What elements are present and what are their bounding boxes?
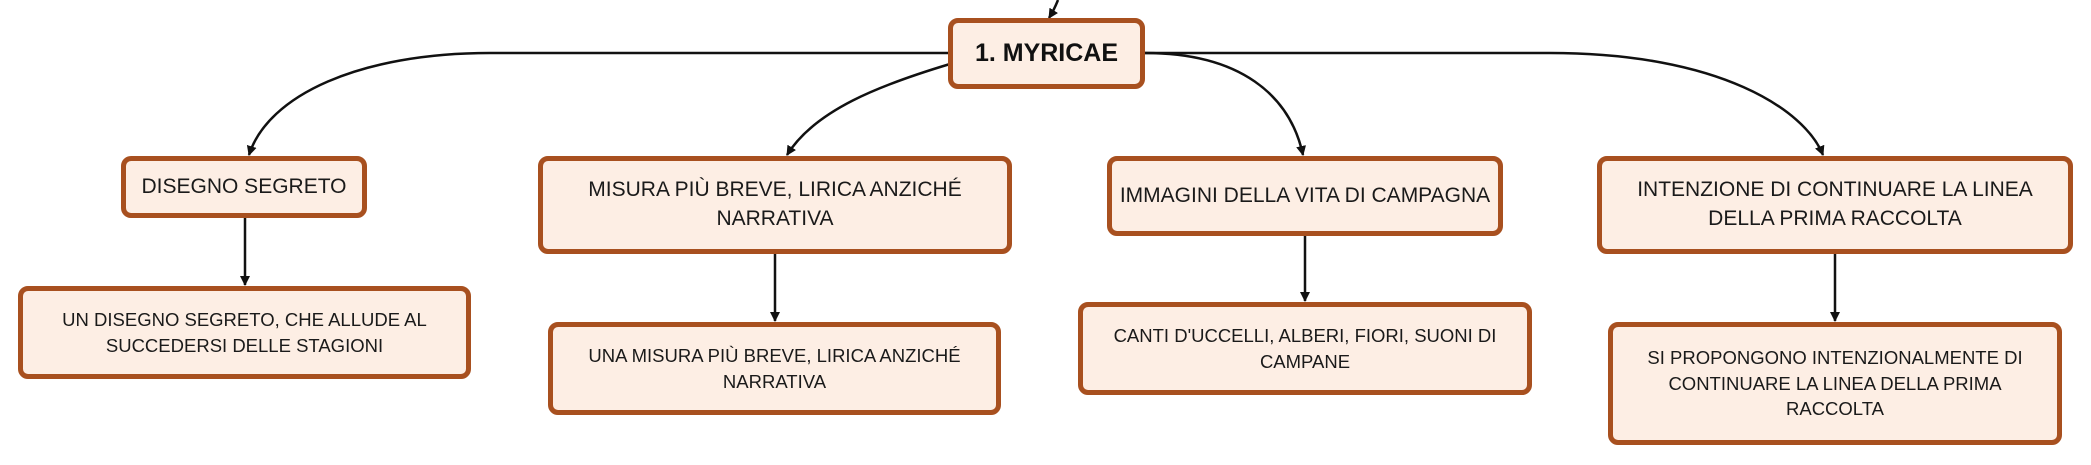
root-node[interactable]: 1. MYRICAE bbox=[948, 18, 1145, 89]
detail-node-4[interactable]: SI PROPONGONO INTENZIONALMENTE DI CONTIN… bbox=[1608, 322, 2062, 445]
branch-node-label: IMMAGINI DELLA VITA DI CAMPAGNA bbox=[1119, 183, 1491, 207]
detail-node-text: UN DISEGNO SEGRETO, CHE ALLUDE AL SUCCED… bbox=[62, 308, 427, 356]
detail-node-2[interactable]: UNA MISURA PIÙ BREVE, LIRICA ANZICHÉ NAR… bbox=[548, 322, 1001, 415]
branch-node-3[interactable]: IMMAGINI DELLA VITA DI CAMPAGNA bbox=[1107, 156, 1503, 236]
connector-root-to-branch-4 bbox=[1145, 51, 1825, 156]
detail-node-text: SI PROPONGONO INTENZIONALMENTE DI CONTIN… bbox=[1647, 347, 2023, 420]
incoming-connector bbox=[1047, 0, 1060, 19]
branch-node-label: INTENZIONE DI CONTINUARE LA LINEA DELLA … bbox=[1637, 178, 2033, 230]
branch-node-label: DISEGNO SEGRETO bbox=[141, 174, 347, 198]
branch-node-4[interactable]: INTENZIONE DI CONTINUARE LA LINEA DELLA … bbox=[1597, 156, 2073, 254]
detail-node-3[interactable]: CANTI D'UCCELLI, ALBERI, FIORI, SUONI DI… bbox=[1078, 302, 1532, 395]
detail-node-text: CANTI D'UCCELLI, ALBERI, FIORI, SUONI DI… bbox=[1113, 324, 1497, 372]
connector-root-to-branch-1 bbox=[246, 51, 950, 156]
detail-node-text: UNA MISURA PIÙ BREVE, LIRICA ANZICHÉ NAR… bbox=[588, 344, 961, 392]
branch-node-2[interactable]: MISURA PIÙ BREVE, LIRICA ANZICHÉ NARRATI… bbox=[538, 156, 1012, 254]
root-node-label: 1. MYRICAE bbox=[974, 39, 1119, 68]
connector-root-to-branch-3 bbox=[1144, 51, 1306, 156]
detail-node-1[interactable]: UN DISEGNO SEGRETO, CHE ALLUDE AL SUCCED… bbox=[18, 286, 471, 379]
branch-node-1[interactable]: DISEGNO SEGRETO bbox=[121, 156, 367, 218]
branch-node-label: MISURA PIÙ BREVE, LIRICA ANZICHÉ NARRATI… bbox=[588, 178, 962, 230]
connector-root-to-branch-2 bbox=[785, 62, 951, 156]
